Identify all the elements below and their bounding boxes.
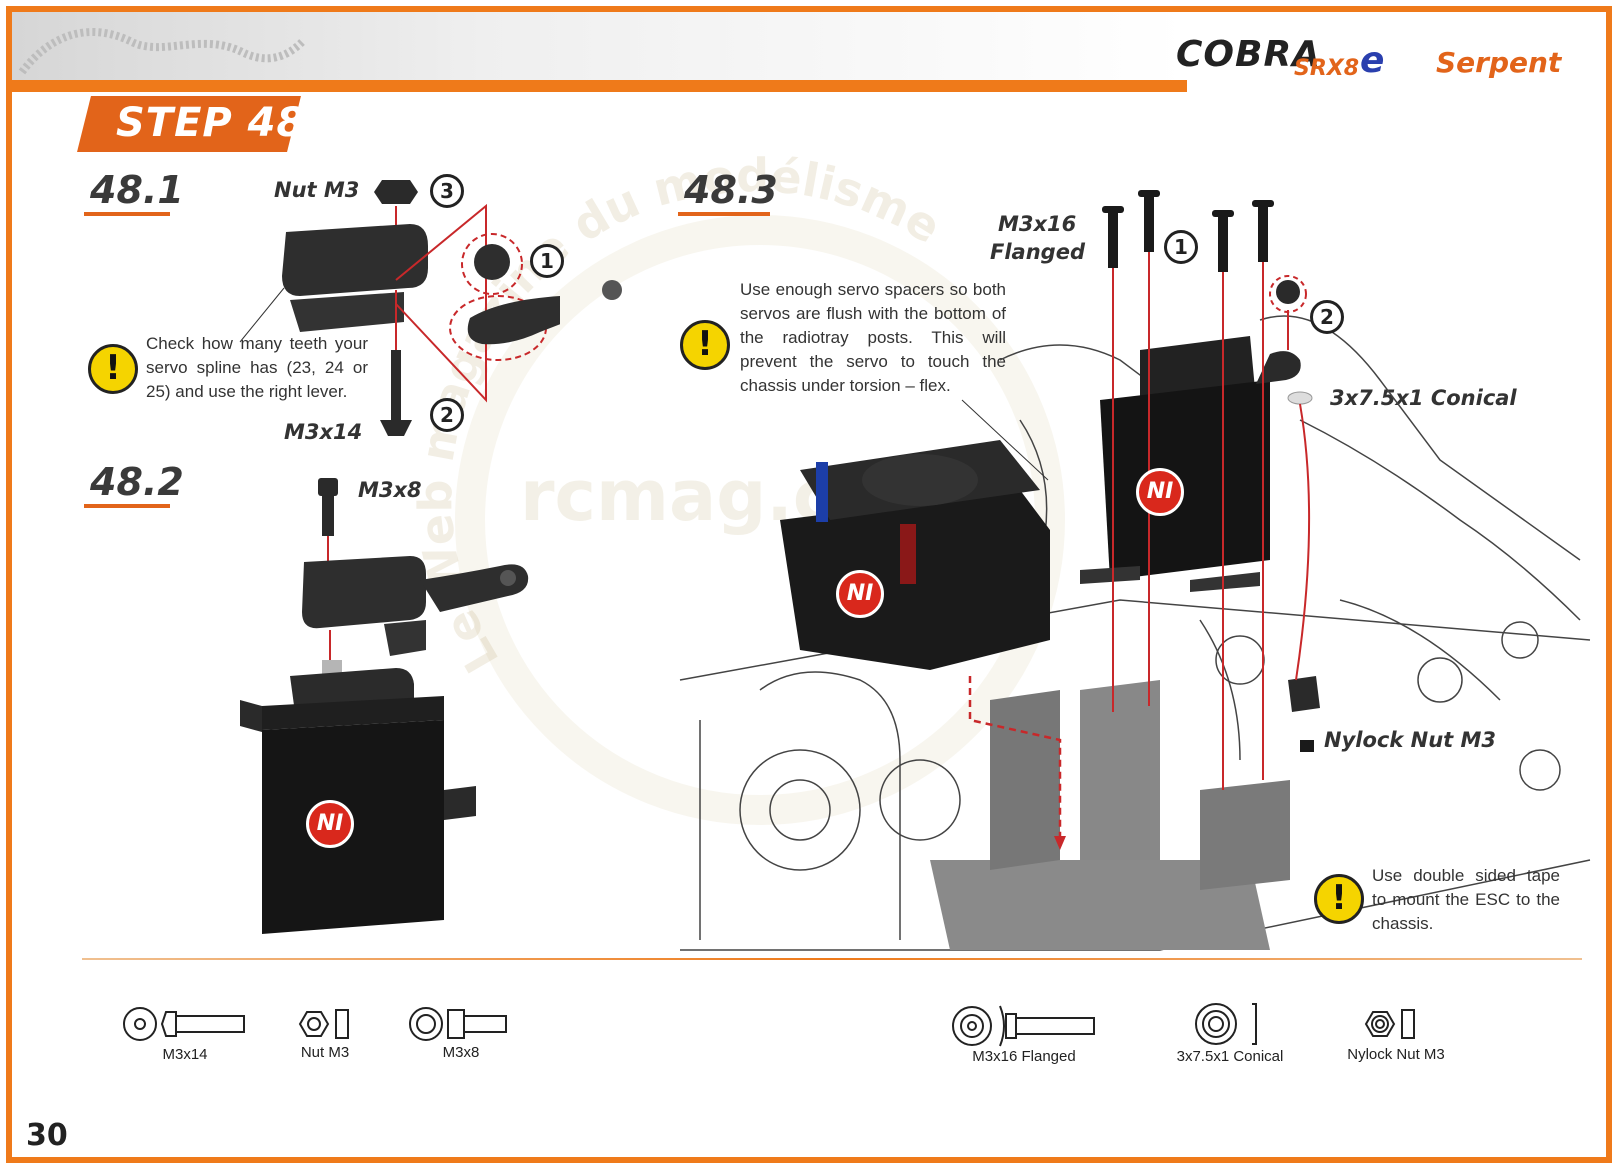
legend-m3x14-label: M3x14 (162, 1046, 208, 1063)
flanged-screws (1102, 190, 1274, 272)
ball-stud-part (1276, 280, 1300, 304)
m3x8-label: M3x8 (358, 478, 422, 502)
callout-triangle (395, 203, 487, 403)
brand-e-logo: e (1360, 40, 1385, 81)
link-arm-part (467, 296, 560, 345)
callout-number-2: 2 (1310, 300, 1344, 334)
callout-number-2: 2 (430, 398, 464, 432)
nylock-nut-part (1300, 740, 1314, 752)
warning-icon: ! (88, 344, 138, 394)
screw-shank (391, 350, 401, 420)
radio-tray-post-right (1200, 780, 1290, 890)
note-double-sided-tape: Use double sided tape to mount the ESC t… (1372, 866, 1560, 933)
m3x8-icon (409, 1007, 507, 1041)
servo-ear-right (444, 786, 476, 820)
m3x14-icon (123, 1007, 245, 1041)
section-48-2-underline (84, 504, 170, 508)
servo-body (1100, 380, 1270, 580)
section-48-1-title: 48.1 (90, 168, 184, 212)
brand-model-logo: SRX8 (1294, 56, 1360, 81)
m3x14-label: M3x14 (284, 420, 363, 444)
esc-placement-guide (968, 676, 1062, 840)
screw-shank (322, 496, 334, 536)
nut-m3-label: Nut M3 (274, 178, 360, 202)
link-arm-extension (602, 280, 622, 300)
legend-m3x8-label: M3x8 (442, 1044, 480, 1061)
section-48-1-underline (84, 212, 170, 216)
warning-icon: ! (1314, 874, 1364, 924)
conical-washer-icon (1195, 1003, 1257, 1045)
servo-horn-part (302, 556, 426, 629)
parts-divider (82, 958, 1582, 960)
esc-red-lead (900, 524, 916, 584)
screw-guide-lines (1112, 252, 1311, 790)
callout-number-1: 1 (530, 244, 564, 278)
servo-saver-part (1288, 676, 1320, 712)
step-title: STEP 48 (116, 100, 306, 146)
callout-number-3: 3 (430, 174, 464, 208)
section-48-2-title: 48.2 (90, 460, 184, 504)
screw-head (380, 420, 412, 436)
page-number: 30 (26, 1118, 68, 1153)
note-leader-line (239, 287, 285, 343)
servo-mount-tab-top (262, 696, 444, 730)
servo-spacer (1080, 566, 1140, 584)
servo-horn-part (282, 224, 428, 296)
ball-stud-part (474, 244, 510, 280)
warning-icon: ! (680, 320, 730, 370)
radio-tray-wall (1080, 680, 1160, 860)
servo-horn-part (1256, 351, 1301, 384)
screw-head (318, 478, 338, 496)
legend-nut-m3-label: Nut M3 (300, 1044, 350, 1061)
nylock-nut-icon (1364, 1009, 1415, 1039)
link-arm-hole (500, 570, 516, 586)
nylock-nut-label: Nylock Nut M3 (1324, 728, 1496, 752)
nut-m3-icon (298, 1009, 349, 1039)
m3x16-flanged-icon (952, 1005, 1095, 1047)
servo-horn-lower (384, 620, 426, 656)
note-servo-spline: Check how many teeth your servo spline h… (146, 334, 368, 401)
section-48-3-underline (678, 212, 770, 216)
esc-fan (862, 454, 978, 506)
radio-tray-post-left (990, 690, 1060, 870)
note-leader-line (961, 399, 1049, 481)
header-orange-rule (12, 80, 1187, 92)
page-frame (6, 6, 1612, 1163)
servo-ear-left (240, 700, 262, 732)
flanged-label: Flanged (990, 240, 1085, 264)
servo-arm-diagram-48-1 (239, 180, 560, 436)
serpent-sketch-logo (18, 28, 305, 75)
brand-cobra-logo: COBRA (1176, 34, 1322, 75)
legend-m3x16-flanged-label: M3x16 Flanged (972, 1048, 1076, 1065)
servo-assembly-48-2 (240, 478, 529, 934)
header-band (12, 12, 1187, 84)
ni-badge: NI (1136, 468, 1184, 516)
radio-tray-base (930, 860, 1270, 950)
legend-conical-label: 3x7.5x1 Conical (1176, 1048, 1284, 1065)
servo-horn-lower (290, 292, 404, 332)
esc-blue-lead (816, 462, 828, 522)
chassis-diagram-48-3 (679, 190, 1591, 951)
servo-spacer (1190, 572, 1260, 592)
legend-nylock-nut-label: Nylock Nut M3 (1347, 1046, 1445, 1063)
guide-arrow (1054, 836, 1066, 850)
note-servo-spacers: Use enough servo spacers so both servos … (740, 280, 1006, 395)
section-48-3-title: 48.3 (684, 168, 778, 212)
ball-highlight (461, 233, 523, 295)
link-arm-hole (602, 280, 622, 300)
ni-badge: NI (306, 800, 354, 848)
ni-badge: NI (836, 570, 884, 618)
conical-label: 3x7.5x1 Conical (1330, 386, 1517, 410)
brand-serpent-logo: Serpent (1436, 46, 1562, 79)
m3x16-label: M3x16 (998, 212, 1077, 236)
callout-number-1: 1 (1164, 230, 1198, 264)
nut-part (374, 180, 418, 204)
